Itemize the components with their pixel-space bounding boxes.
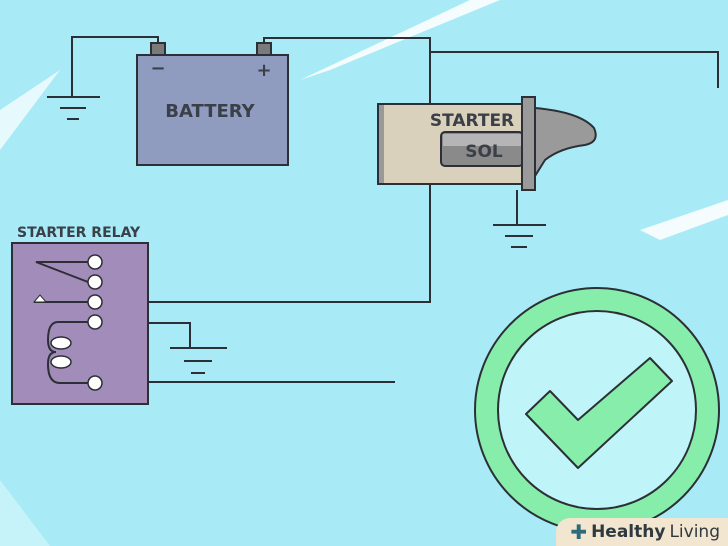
ground-symbol-battery	[47, 96, 100, 120]
starter-relay: STARTER RELAY	[11, 225, 149, 405]
brand-light: Living	[669, 522, 720, 542]
solenoid-label: SOL	[465, 142, 503, 162]
checkmark-icon	[474, 287, 720, 533]
relay-label: STARTER RELAY	[17, 225, 141, 241]
battery: − + BATTERY	[136, 42, 289, 166]
ground-symbol-relay	[170, 347, 227, 374]
battery-label: BATTERY	[165, 101, 255, 122]
battery-positive-sign: +	[256, 60, 271, 81]
starter-solenoid: STARTER SOL	[377, 96, 597, 191]
ground-symbol-starter	[493, 224, 546, 248]
brand-bold: Healthy	[591, 522, 666, 542]
battery-negative-sign: −	[150, 58, 165, 79]
healthy-living-watermark: ✚ Healthy Living	[556, 518, 728, 546]
starter-label: STARTER	[430, 111, 514, 131]
plus-logo-icon: ✚	[570, 520, 588, 544]
